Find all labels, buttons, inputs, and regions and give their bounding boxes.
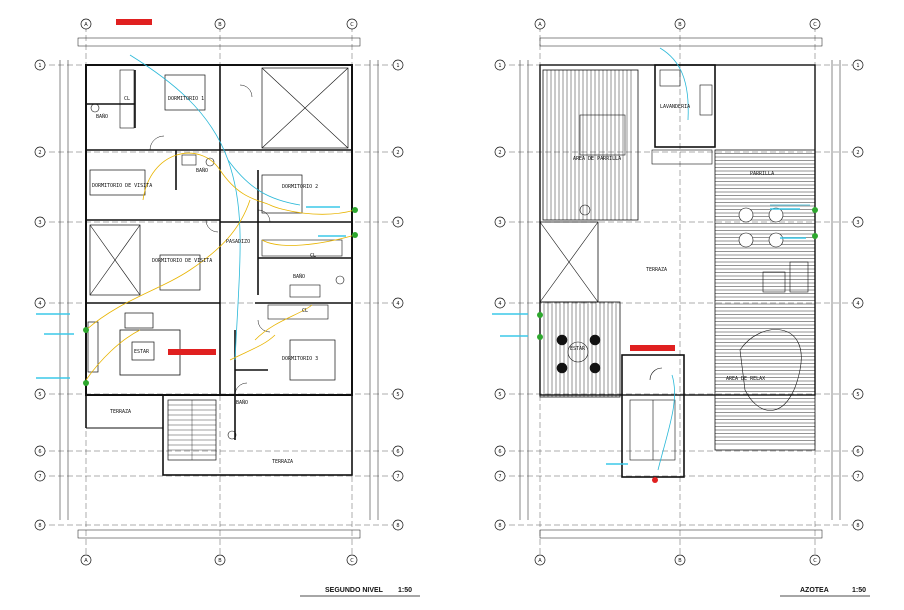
cyan-tags-azotea xyxy=(492,208,806,465)
svg-text:C: C xyxy=(350,22,354,28)
svg-text:1: 1 xyxy=(856,63,859,69)
rooms-segundo-nivel: DORMITORIO 1 BAÑO CL DORMITORIO DE VISIT… xyxy=(92,96,318,465)
svg-text:8: 8 xyxy=(498,523,501,529)
svg-text:1: 1 xyxy=(396,63,399,69)
grid-labels-segundo-nivel: A B C A B C 1 2 3 4 5 6 7 8 1 2 3 4 5 6 … xyxy=(38,22,399,564)
cyan-tags-segundo-nivel xyxy=(36,206,346,379)
svg-text:7: 7 xyxy=(498,474,501,480)
rooms-azotea: LAVANDERIA AREA DE PARRILLA TERRAZA ESTA… xyxy=(570,104,774,382)
svg-text:B: B xyxy=(678,558,682,564)
room-bano-3: BAÑO xyxy=(293,273,305,280)
room-area-parrilla: AREA DE PARRILLA xyxy=(573,156,621,162)
red-markers-azotea xyxy=(630,345,675,483)
svg-text:4: 4 xyxy=(396,301,399,307)
plan-title: SEGUNDO NIVEL xyxy=(325,587,384,594)
svg-text:8: 8 xyxy=(856,523,859,529)
svg-text:2: 2 xyxy=(498,150,501,156)
svg-text:5: 5 xyxy=(498,392,501,398)
svg-text:2: 2 xyxy=(856,150,859,156)
plan-segundo-nivel xyxy=(40,26,398,560)
svg-text:B: B xyxy=(218,22,222,28)
pergola-hatch xyxy=(539,69,816,451)
svg-text:5: 5 xyxy=(856,392,859,398)
room-dormitorio-1: DORMITORIO 1 xyxy=(168,96,204,102)
svg-text:6: 6 xyxy=(856,449,859,455)
svg-text:5: 5 xyxy=(38,392,41,398)
room-area-relax: AREA DE RELAX xyxy=(726,376,765,382)
wiring-azotea xyxy=(657,47,810,471)
fixtures-azotea xyxy=(556,69,809,461)
room-dormitorio-2: DORMITORIO 2 xyxy=(282,184,318,190)
room-bano-2: BAÑO xyxy=(196,167,208,174)
outlets-azotea xyxy=(537,207,818,340)
room-terraza-2: TERRAZA xyxy=(272,459,293,465)
room-bano-4: BAÑO xyxy=(236,399,248,406)
plan-scale: 1:50 xyxy=(398,587,412,594)
room-lavanderia: LAVANDERIA xyxy=(660,104,690,110)
svg-text:2: 2 xyxy=(396,150,399,156)
svg-text:4: 4 xyxy=(498,301,501,307)
outlets-segundo-nivel xyxy=(83,207,358,386)
title-block-azotea: AZOTEA 1:50 xyxy=(780,587,870,597)
svg-text:3: 3 xyxy=(38,220,41,226)
wiring-segundo-nivel xyxy=(85,54,356,381)
grid-labels-azotea: A B C A B C 1 2 3 4 5 6 7 8 1 2 3 4 5 6 … xyxy=(498,22,859,564)
room-terraza: TERRAZA xyxy=(646,267,667,273)
room-parrilla: PARRILLA xyxy=(750,171,774,177)
svg-text:6: 6 xyxy=(38,449,41,455)
svg-text:2: 2 xyxy=(38,150,41,156)
svg-text:B: B xyxy=(218,558,222,564)
svg-text:1: 1 xyxy=(498,63,501,69)
svg-text:C: C xyxy=(813,22,817,28)
room-cl-1: CL xyxy=(124,96,130,102)
svg-text:A: A xyxy=(84,558,88,564)
svg-text:7: 7 xyxy=(38,474,41,480)
room-estar: ESTAR xyxy=(570,346,586,352)
svg-text:A: A xyxy=(538,22,542,28)
svg-text:8: 8 xyxy=(38,523,41,529)
room-estar: ESTAR xyxy=(134,349,150,355)
svg-text:5: 5 xyxy=(396,392,399,398)
room-bano-1: BAÑO xyxy=(96,113,108,120)
room-dormitorio-3: DORMITORIO 3 xyxy=(282,356,318,362)
svg-text:7: 7 xyxy=(856,474,859,480)
svg-text:A: A xyxy=(84,22,88,28)
room-pasadizo: PASADIZO xyxy=(226,239,250,245)
svg-text:3: 3 xyxy=(856,220,859,226)
title-block-segundo-nivel: SEGUNDO NIVEL 1:50 xyxy=(300,587,420,597)
plan-scale: 1:50 xyxy=(852,587,866,594)
svg-text:B: B xyxy=(678,22,682,28)
svg-text:6: 6 xyxy=(498,449,501,455)
svg-text:A: A xyxy=(538,558,542,564)
room-terraza-1: TERRAZA xyxy=(110,409,131,415)
svg-text:8: 8 xyxy=(396,523,399,529)
svg-text:1: 1 xyxy=(38,63,41,69)
room-cl-2: CL xyxy=(310,253,316,259)
svg-text:7: 7 xyxy=(396,474,399,480)
svg-text:6: 6 xyxy=(396,449,399,455)
red-markers-segundo-nivel xyxy=(116,19,216,355)
grid-bubbles-segundo-nivel xyxy=(34,18,404,566)
plan-azotea xyxy=(500,26,858,560)
svg-text:C: C xyxy=(813,558,817,564)
room-dormitorio-visita: DORMITORIO DE VISITA xyxy=(92,183,152,189)
plan-title: AZOTEA xyxy=(800,587,829,594)
svg-text:3: 3 xyxy=(498,220,501,226)
svg-text:4: 4 xyxy=(856,301,859,307)
room-dormitorio-visita-2: DORMITORIO DE VISITA xyxy=(152,258,212,264)
svg-text:3: 3 xyxy=(396,220,399,226)
svg-text:4: 4 xyxy=(38,301,41,307)
svg-text:C: C xyxy=(350,558,354,564)
room-cl-3: CL xyxy=(302,308,308,314)
grid-bubbles-azotea xyxy=(494,18,864,566)
